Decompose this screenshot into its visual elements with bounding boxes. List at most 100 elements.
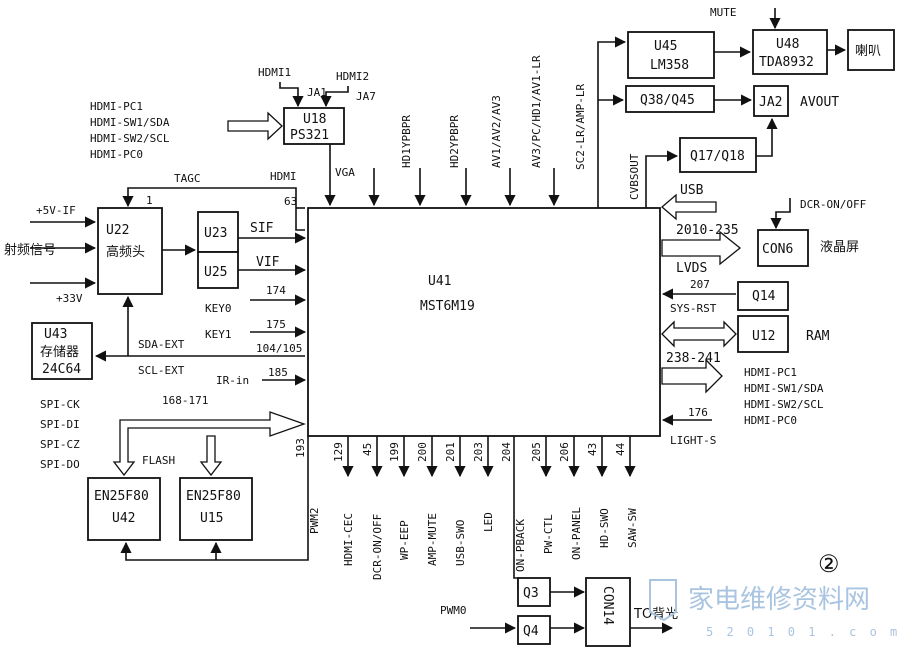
flash-label: FLASH — [142, 454, 175, 467]
tagc-label: TAGC — [174, 172, 201, 185]
key0-label: KEY0 — [205, 302, 232, 315]
n185-label: 185 — [268, 366, 288, 379]
u25-label: U25 — [204, 265, 227, 280]
u18-in-2: HDMI-SW2/SCL — [90, 132, 170, 145]
spi-3: SPI-DO — [40, 458, 80, 471]
bottom-pin-7: 205 — [530, 442, 543, 462]
bottom-sig-10: SAW-SW — [626, 508, 639, 548]
chip-u42 — [87, 477, 161, 541]
ram-bus-arrow — [661, 320, 737, 348]
spi-1: SPI-DI — [40, 418, 80, 431]
n104-label: 104/105 — [256, 342, 302, 355]
main-chip-model: MST6M19 — [420, 299, 475, 314]
ram-label: RAM — [806, 329, 830, 344]
chip-u45 — [627, 31, 715, 79]
hdmi-label: HDMI — [270, 170, 297, 183]
p33v-label: +33V — [56, 292, 83, 305]
chip-u48 — [752, 29, 828, 75]
ja1-label: JA1 — [307, 86, 327, 99]
bottom-pin-2: 199 — [388, 442, 401, 462]
chip-q14 — [737, 281, 789, 311]
usb-bus-arrow — [661, 193, 717, 221]
u18-ref: U18 — [303, 112, 326, 127]
bottom-pin-8: 206 — [558, 442, 571, 462]
p5v-label: +5V-IF — [36, 204, 76, 217]
dcr-arrow — [770, 198, 791, 230]
chip-ja2 — [753, 85, 789, 117]
u15-model: EN25F80 — [186, 489, 241, 504]
n174-label: 174 — [266, 284, 286, 297]
u45-ref: U45 — [654, 39, 677, 54]
pin1-label: 1 — [146, 194, 153, 207]
sclext-label: SCL-EXT — [138, 364, 185, 377]
right-out-0: HDMI-PC1 — [744, 366, 797, 379]
top-in-2: AV1/AV2/AV3 — [490, 95, 503, 168]
speaker-label: 喇叭 — [855, 44, 881, 59]
chip-q4 — [517, 615, 551, 645]
chip-u43 — [31, 322, 93, 380]
q17-label: Q17/Q18 — [690, 149, 745, 164]
pwm0-label: PWM0 — [440, 604, 467, 617]
main-chip-ref: U41 — [428, 274, 451, 289]
top-in-1: HD2YPBPR — [448, 115, 461, 168]
top-in-0: HD1YPBPR — [400, 115, 413, 168]
figure-number: ② — [818, 550, 840, 578]
u43-desc: 存储器 — [40, 345, 79, 360]
bottom-sig-4: USB-SWO — [454, 520, 467, 566]
bottom-sig-6: ON-PBACK — [514, 519, 527, 572]
right-out-2: HDMI-SW2/SCL — [744, 398, 824, 411]
bottom-sig-2: WP-EEP — [398, 520, 411, 560]
lvds-label: LVDS — [676, 261, 707, 276]
lights-label: LIGHT-S — [670, 434, 716, 447]
bottom-pins: 129 HDMI-CEC 45 DCR-ON/OFF 199 WP-EEP 20… — [332, 436, 639, 580]
bottom-pin-6: 204 — [500, 442, 513, 462]
q17-to-ja2 — [756, 117, 778, 157]
bottom-sig-0: HDMI-CEC — [342, 513, 355, 566]
u42-ref: U42 — [112, 511, 135, 526]
chip-con14 — [585, 577, 631, 647]
q4-label: Q4 — [523, 624, 539, 639]
bottom-sig-8: ON-PANEL — [570, 507, 583, 560]
dcr-label: DCR-ON/OFF — [800, 198, 866, 211]
vga-label: VGA — [335, 166, 355, 179]
n168-label: 168-171 — [162, 394, 208, 407]
u22-ref: U22 — [106, 223, 129, 238]
n175-label: 175 — [266, 318, 286, 331]
cvbs-to-q17 — [645, 150, 679, 208]
cvbsout-label: CVBSOUT — [628, 153, 641, 200]
chip-con6 — [757, 229, 809, 267]
spi-bus-u15 — [199, 435, 223, 477]
u18-model: PS321 — [290, 128, 329, 143]
hdmi1-arrow — [279, 82, 304, 108]
n176-label: 176 — [688, 406, 708, 419]
bottom-sig-9: HD-SWO — [598, 508, 611, 548]
u48-model: TDA8932 — [759, 55, 814, 70]
u43-ref: U43 — [44, 327, 67, 342]
u18-in-1: HDMI-SW1/SDA — [90, 116, 170, 129]
bottom-pin-1: 45 — [361, 443, 374, 456]
avout-label: AVOUT — [800, 95, 839, 110]
chip-u22 — [97, 207, 163, 295]
con6-label: CON6 — [762, 242, 793, 257]
spi-0: SPI-CK — [40, 398, 80, 411]
hdmi1-label: HDMI1 — [258, 66, 291, 79]
irin-label: IR-in — [216, 374, 249, 387]
sif-label: SIF — [250, 221, 274, 236]
right-out-1: HDMI-SW1/SDA — [744, 382, 824, 395]
top-in-4: SC2-LR/AMP-LR — [574, 84, 587, 170]
hdmi2-label: HDMI2 — [336, 70, 369, 83]
watermark: 家电维修资料网 5 2 0 1 0 1 . c o m — [649, 579, 897, 639]
n193-label: 193 — [294, 438, 307, 458]
q3-label: Q3 — [523, 586, 539, 601]
bottom-sig-7: PW-CTL — [542, 514, 555, 554]
watermark-text: 家电维修资料网 — [688, 585, 870, 615]
chip-u12 — [737, 315, 789, 353]
bottom-pin-5: 203 — [472, 442, 485, 462]
con14-label: CON14 — [600, 586, 615, 625]
top-in-3: AV3/PC/HD1/AV1-LR — [530, 55, 543, 168]
u18-in-0: HDMI-PC1 — [90, 100, 143, 113]
bottom-sig-5: LED — [482, 512, 495, 532]
u22-desc: 高频头 — [106, 244, 145, 260]
bottom-pin-3: 200 — [416, 442, 429, 462]
